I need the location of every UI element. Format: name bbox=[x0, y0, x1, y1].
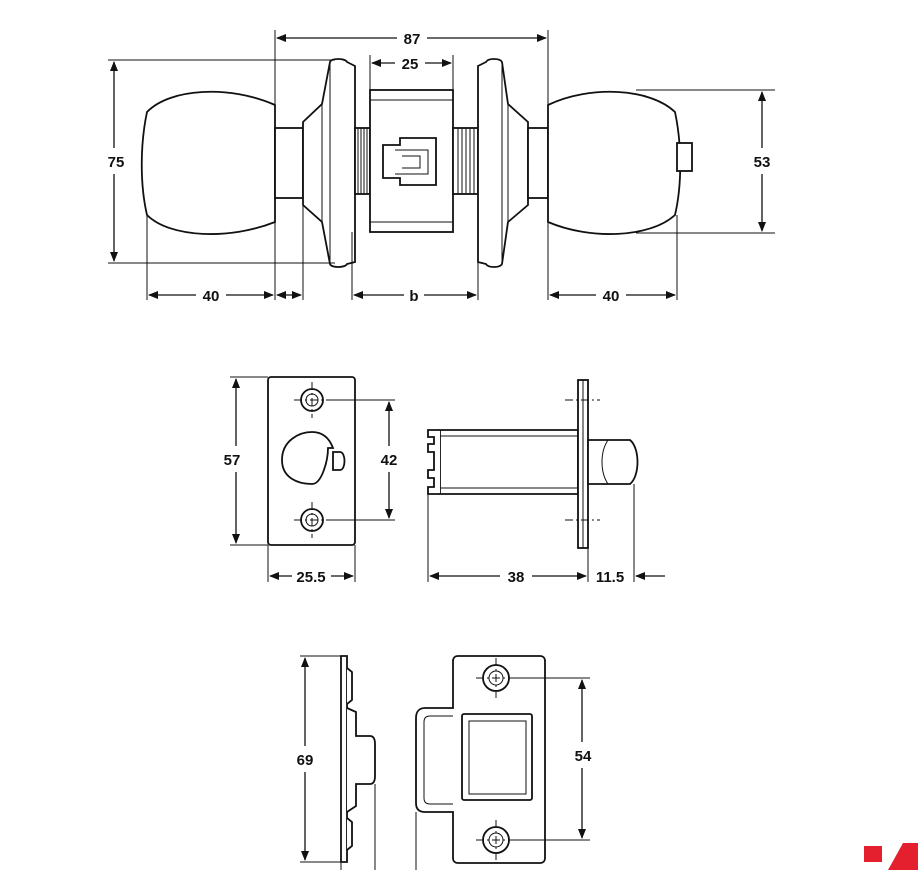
right-knob-shank bbox=[527, 127, 549, 199]
right-knob bbox=[547, 90, 682, 235]
dim-cylinder-width: 25 bbox=[402, 56, 419, 73]
dim-strike-height: 69 bbox=[297, 752, 314, 769]
strike-side-view: 69 bbox=[297, 655, 376, 870]
push-button bbox=[676, 142, 693, 172]
dim-faceplate-hole-spacing: 42 bbox=[381, 452, 398, 469]
dim-knob-depth-right: 40 bbox=[603, 288, 620, 305]
dim-knob-height-right: 53 bbox=[754, 154, 771, 171]
left-knob bbox=[140, 90, 276, 235]
strike-opening bbox=[461, 713, 533, 801]
dim-backset: 38 bbox=[508, 569, 525, 586]
latch-bolt-side bbox=[587, 439, 639, 485]
strike-front-view: 54 bbox=[415, 655, 592, 870]
latch-body bbox=[439, 429, 579, 495]
dim-knob-overall-width: 87 bbox=[404, 31, 421, 48]
right-rose bbox=[477, 58, 529, 268]
left-rose bbox=[302, 58, 356, 268]
strike-plate-side bbox=[340, 655, 348, 863]
left-knob-shank bbox=[274, 127, 304, 199]
dim-latch-projection: 11.5 bbox=[596, 569, 624, 586]
knob-set-view: 87 25 75 53 40 b 40 bbox=[108, 30, 775, 305]
dim-strike-hole-spacing: 54 bbox=[575, 748, 592, 765]
dim-door-thickness: b bbox=[409, 288, 418, 305]
dim-faceplate-width: 25.5 bbox=[296, 569, 325, 586]
latch-faceplate-view: 57 42 25.5 bbox=[224, 376, 398, 586]
brand-logo-icon bbox=[864, 843, 918, 870]
dim-knob-height-left: 75 bbox=[108, 154, 125, 171]
dim-faceplate-height: 57 bbox=[224, 452, 241, 469]
dim-knob-depth-left: 40 bbox=[203, 288, 220, 305]
left-thread bbox=[354, 127, 371, 195]
latch-bolt bbox=[281, 431, 335, 485]
latch-side-view: 38 11.5 bbox=[427, 379, 665, 586]
